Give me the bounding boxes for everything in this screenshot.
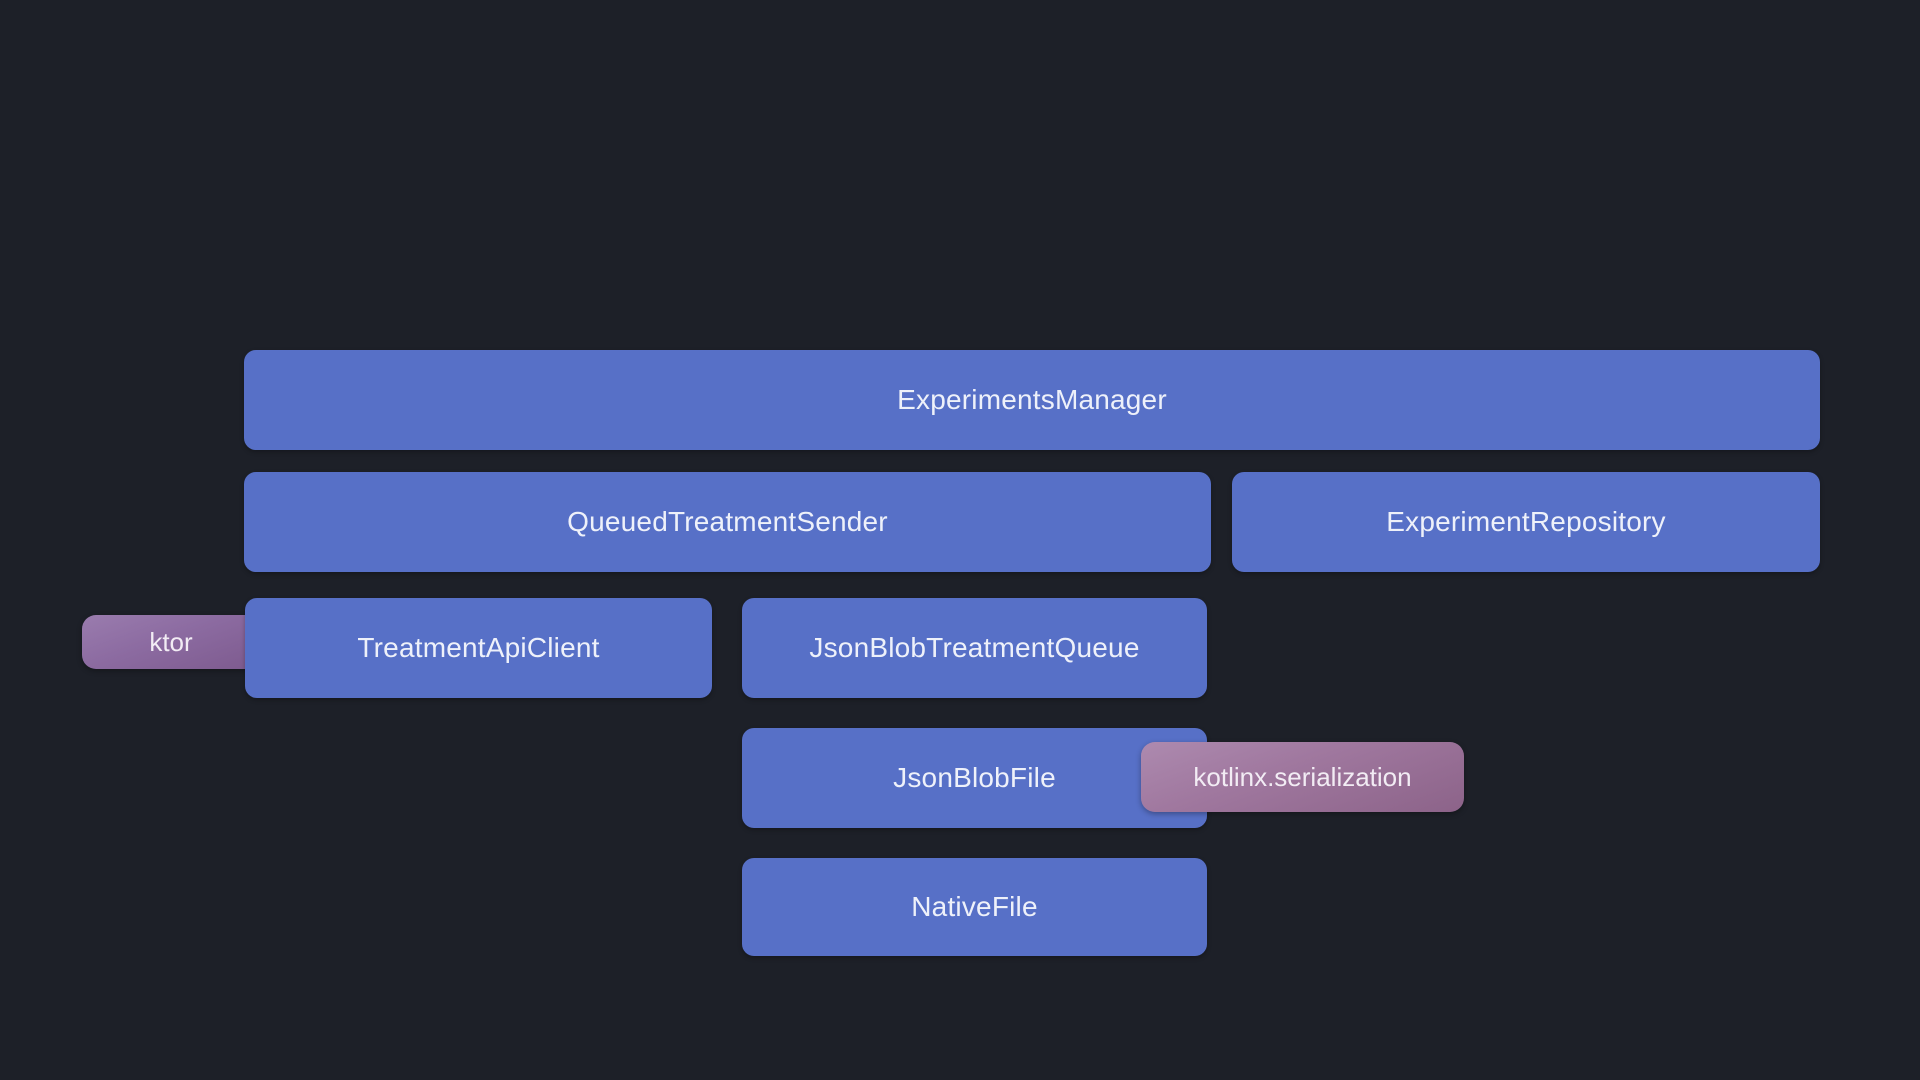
node-treatment-api-client[interactable]: TreatmentApiClient xyxy=(245,598,712,698)
dependency-pill-kotlinx-serialization[interactable]: kotlinx.serialization xyxy=(1141,742,1464,812)
node-json-blob-file[interactable]: JsonBlobFile xyxy=(742,728,1207,828)
node-json-blob-treatment-queue[interactable]: JsonBlobTreatmentQueue xyxy=(742,598,1207,698)
node-queued-treatment-sender[interactable]: QueuedTreatmentSender xyxy=(244,472,1211,572)
node-experiments-manager[interactable]: ExperimentsManager xyxy=(244,350,1820,450)
dependency-pill-ktor[interactable]: ktor xyxy=(82,615,260,669)
node-experiment-repository[interactable]: ExperimentRepository xyxy=(1232,472,1820,572)
node-native-file[interactable]: NativeFile xyxy=(742,858,1207,956)
